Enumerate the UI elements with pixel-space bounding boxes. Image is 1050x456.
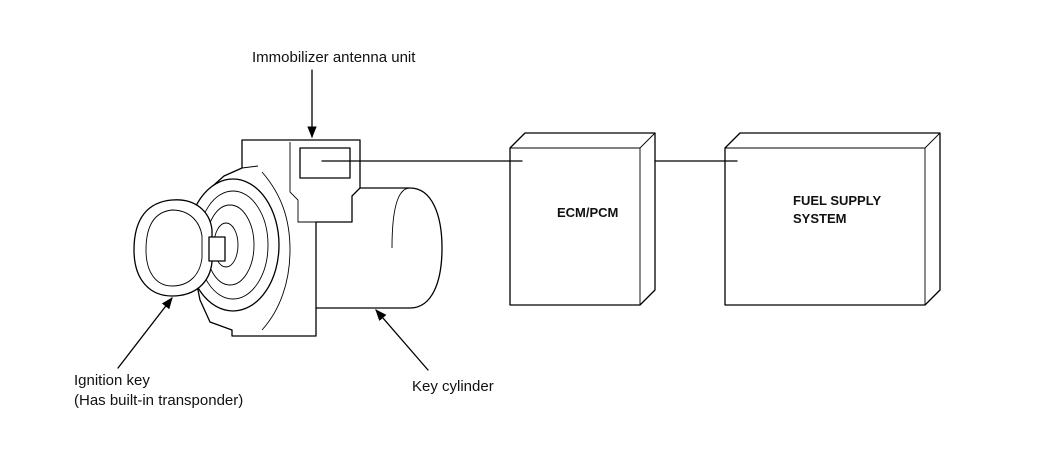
fuel-supply-box: FUEL SUPPLY SYSTEM [724,132,941,306]
key-cylinder-arrow [375,309,429,371]
fuel-supply-label-line2: SYSTEM [793,211,846,226]
ignition-key-head [133,199,226,297]
antenna-label: Immobilizer antenna unit [252,49,416,66]
ecm-pcm-box: ECM/PCM [509,132,656,306]
ignition-key-label-line2: (Has built-in transponder) [74,392,243,409]
fuel-supply-label-line1: FUEL SUPPLY [793,193,881,208]
ignition-key-arrow [117,297,173,369]
key-cylinder-label: Key cylinder [412,378,494,395]
ignition-key-label-line1: Ignition key [74,372,150,389]
ecm-pcm-label: ECM/PCM [557,205,618,220]
antenna-coil [299,147,351,179]
